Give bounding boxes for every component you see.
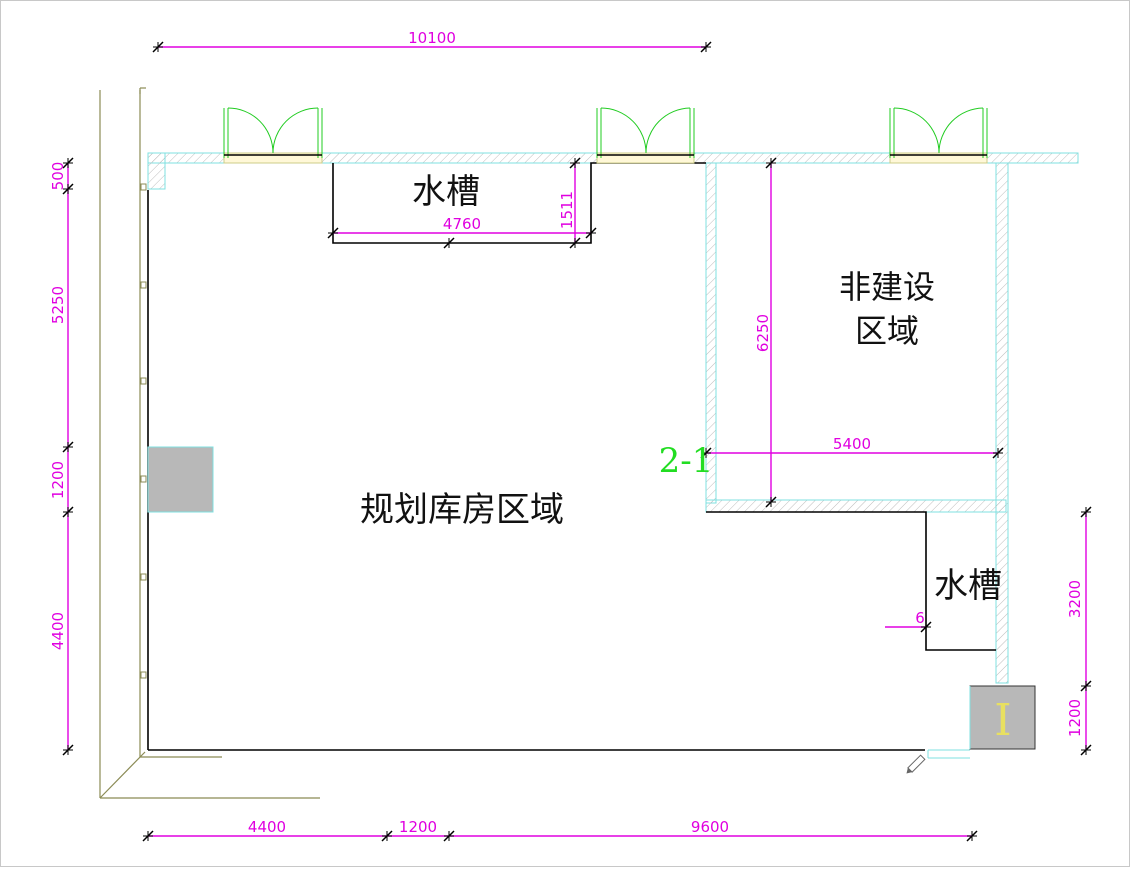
dim-bottom-2: 1200 [399, 818, 437, 836]
non-build-area-walls [705, 162, 1009, 684]
dim-left-3: 1200 [49, 461, 67, 499]
dim-left-2: 5250 [49, 286, 67, 324]
dim-top-total: 10100 [408, 29, 456, 47]
label-warehouse: 规划库房区域 [360, 490, 564, 530]
label-sink-top: 水槽 [412, 172, 480, 212]
pencil-icon [906, 754, 926, 774]
column-bottom-right [969, 685, 1036, 750]
door-middle [596, 107, 695, 164]
label-sink-right: 水槽 [934, 566, 1002, 606]
dim-bottom-3: 9600 [691, 818, 729, 836]
door-left [223, 107, 323, 164]
building-outline [147, 162, 996, 751]
dim-nonbuild-width: 5400 [833, 435, 871, 453]
label-nonbuild-line1: 非建设 [839, 268, 935, 306]
column-mark: I [994, 695, 1011, 746]
dim-sink-width: 4760 [443, 215, 481, 233]
dimension-lines [67, 46, 1087, 837]
dim-nonbuild-height: 6250 [754, 314, 772, 352]
bottom-right-wall-stub [927, 749, 970, 759]
dim-sink-depth: 1511 [558, 191, 576, 229]
column-left [147, 446, 214, 513]
section-mark: 2-1 [659, 441, 714, 481]
dim-right-1: 3200 [1066, 580, 1084, 618]
dim-right-2: 1200 [1066, 699, 1084, 737]
grid-markers [140, 183, 147, 679]
dim-left-4: 4400 [49, 612, 67, 650]
label-nonbuild-line2: 区域 [855, 312, 919, 350]
grid-lines [99, 87, 320, 799]
dim-left-1: 500 [49, 162, 67, 191]
door-right [889, 107, 988, 164]
dim-small-offset: 6 [915, 609, 925, 627]
dim-bottom-1: 4400 [248, 818, 286, 836]
